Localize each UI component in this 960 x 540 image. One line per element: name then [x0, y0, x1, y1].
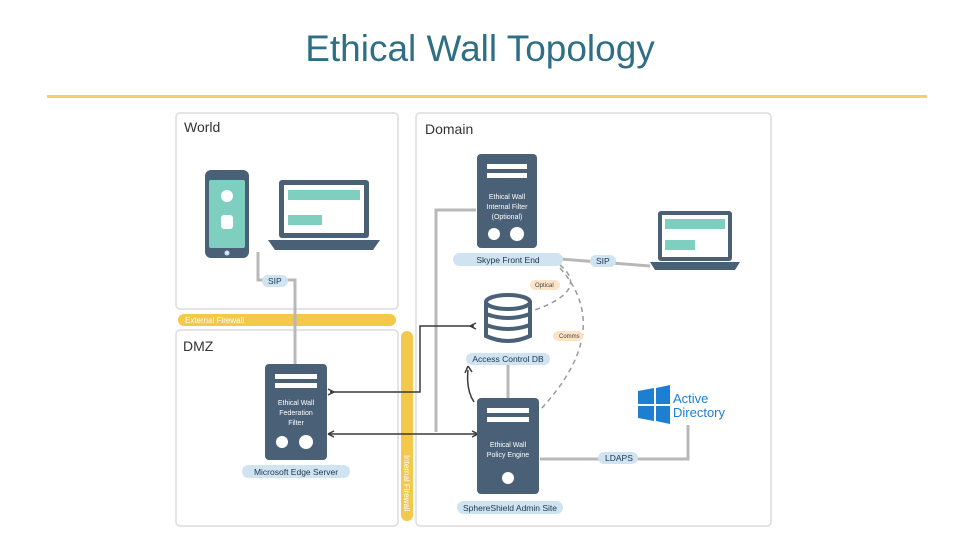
active-directory-line1: Active [673, 391, 708, 406]
internal-filter-line3: (Optional) [492, 214, 523, 221]
admin-site-pill [457, 501, 563, 514]
dmz-label: DMZ [183, 338, 214, 354]
policy-engine-line1: Ethical Wall [490, 442, 527, 449]
access-control-db-pill [466, 353, 550, 365]
domain-zone [415, 112, 772, 527]
federation-filter-line3: Filter [288, 420, 304, 427]
laptop-world [268, 180, 380, 250]
external-firewall-label: External Firewall [185, 316, 244, 325]
policy-engine-server [477, 398, 539, 494]
sip-world-label: SIP [268, 276, 282, 286]
sphere-badge-icon [276, 436, 288, 448]
comms-label: Comms [559, 334, 580, 340]
windows-logo-icon [638, 385, 670, 424]
apple-icon [221, 190, 233, 202]
sip-world-tag [262, 275, 288, 287]
edge-server-label: Microsoft Edge Server [254, 467, 338, 477]
edge-server-pill [242, 465, 350, 478]
admin-site-label: SphereShield Admin Site [463, 503, 557, 513]
federation-filter-server [265, 364, 327, 460]
android-icon [221, 215, 233, 229]
title-underline [47, 95, 927, 98]
skype-front-end-pill [453, 253, 563, 266]
page-title: Ethical Wall Topology [305, 28, 655, 69]
database-icon [484, 293, 532, 343]
internal-firewall-bar [401, 331, 413, 521]
optical-tag [530, 280, 560, 290]
internal-firewall-label: Internal Firewall [402, 455, 411, 512]
laptop-domain [650, 211, 740, 270]
sphere-badge-icon [502, 472, 514, 484]
federation-filter-line1: Ethical Wall [278, 400, 315, 407]
policy-engine-line2: Policy Engine [487, 452, 530, 459]
federation-filter-line2: Federation [279, 410, 313, 417]
mobile-phone [205, 170, 249, 258]
ldaps-tag [598, 452, 638, 464]
skype-icon [510, 227, 524, 241]
comms-tag [553, 331, 583, 341]
domain-label: Domain [425, 121, 473, 137]
external-firewall-bar [178, 314, 396, 326]
access-control-db-label: Access Control DB [472, 354, 544, 364]
internal-filter-server [477, 154, 537, 248]
arrows [327, 322, 479, 438]
sip-domain-tag [590, 255, 616, 267]
world-label: World [184, 119, 220, 135]
optical-label: Optical [535, 283, 554, 289]
sphere-badge-icon [488, 228, 500, 240]
active-directory-line2: Directory [673, 405, 726, 420]
internal-filter-line1: Ethical Wall [489, 194, 526, 201]
skype-icon [299, 435, 313, 449]
ldaps-label: LDAPS [605, 453, 633, 463]
skype-front-end-label: Skype Front End [476, 255, 540, 265]
internal-filter-line2: Internal Filter [487, 204, 529, 211]
sip-domain-label: SIP [596, 256, 610, 266]
